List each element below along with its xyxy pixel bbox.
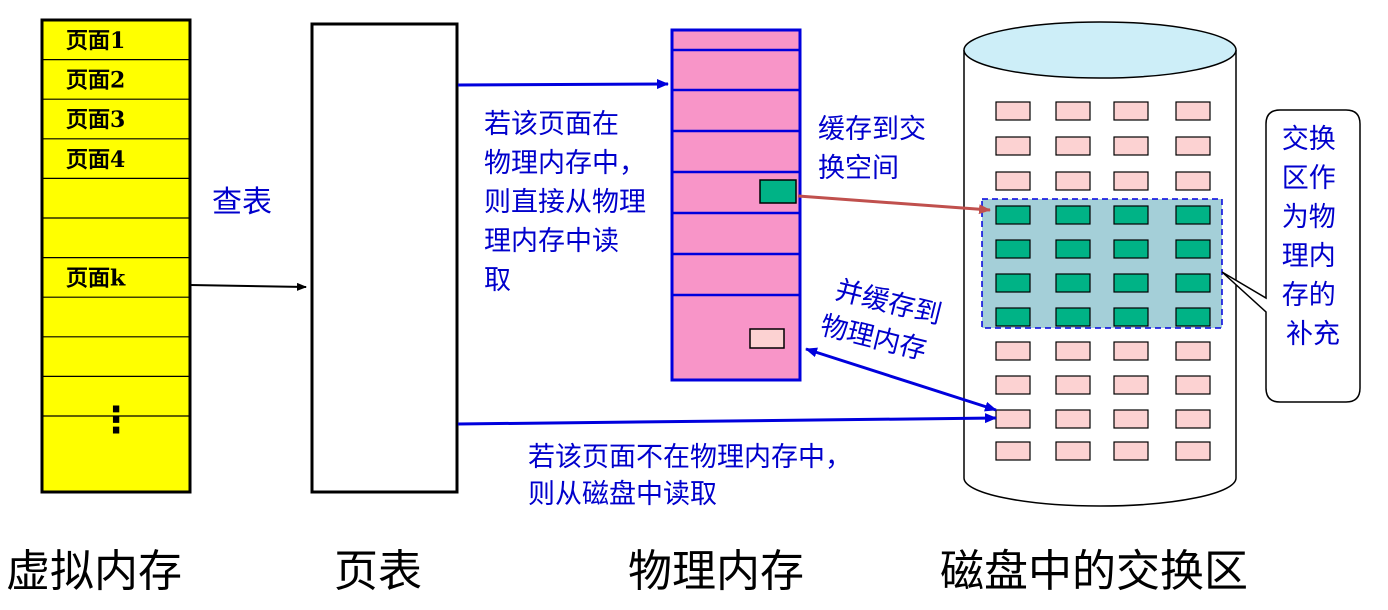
cache-to-swap-text: 缓存到交 换空间 — [818, 114, 935, 184]
disk-block — [995, 441, 1031, 461]
disk-swap-area — [963, 21, 1237, 507]
caption-swap: 磁盘中的交换区 — [940, 546, 1248, 597]
virtual-memory-ellipsis: ⋮ — [98, 400, 134, 441]
swap-block-cached — [1175, 205, 1211, 225]
swap-block-cached — [1113, 273, 1149, 293]
swap-note-text: 交换 区作 为物 理内 存的 补充 — [1282, 124, 1345, 350]
swap-block-cached — [1175, 273, 1211, 293]
page-table-box — [310, 22, 459, 494]
swap-note-callout: 交换 区作 为物 理内 存的 补充 — [1221, 109, 1361, 403]
hit-text-line: 若该页面在 — [484, 109, 619, 140]
swap-block-cached — [995, 239, 1031, 259]
swap-note-line: 交换 — [1282, 124, 1336, 155]
disk-block — [1113, 341, 1149, 361]
miss-text: 若该页面不在物理内存中， 则从磁盘中读取 — [528, 442, 861, 510]
disk-block — [1055, 341, 1091, 361]
disk-block — [995, 171, 1031, 191]
swap-block-cached — [1055, 307, 1091, 327]
disk-block — [1055, 171, 1091, 191]
miss-arrow — [457, 413, 997, 426]
cache-to-swap-line: 缓存到交 — [818, 114, 926, 145]
disk-block — [1113, 101, 1149, 121]
disk-block — [1055, 101, 1091, 121]
physical-memory-swap-cached-block — [759, 179, 797, 204]
hit-text-line: 则直接从物理 — [484, 187, 646, 218]
disk-block — [1175, 101, 1211, 121]
lookup-label: 查表 — [212, 185, 272, 220]
disk-top — [963, 21, 1237, 79]
disk-block — [1175, 341, 1211, 361]
disk-block — [995, 341, 1031, 361]
virtual-memory-page: 页面1 — [66, 28, 125, 54]
miss-text-line: 则从磁盘中读取 — [528, 479, 717, 510]
swap-block-cached — [1175, 239, 1211, 259]
disk-block — [1113, 375, 1149, 395]
disk-block — [1113, 171, 1149, 191]
cache-to-swap-line: 换空间 — [818, 153, 899, 184]
swap-block-cached — [995, 205, 1031, 225]
physical-memory — [670, 28, 802, 382]
miss-text-line: 若该页面不在物理内存中， — [528, 442, 852, 473]
swap-note-bubble — [1221, 109, 1361, 403]
lookup-arrow — [189, 282, 307, 291]
hit-text-line: 物理内存中， — [484, 148, 646, 179]
disk-block — [995, 101, 1031, 121]
caption-page-table: 页表 — [334, 546, 422, 597]
disk-block — [1175, 171, 1211, 191]
swap-note-line: 理内 — [1282, 241, 1336, 272]
hit-text-line: 取 — [484, 265, 511, 296]
virtual-memory-page: 页面2 — [66, 68, 125, 94]
hit-text-line: 理内存中读 — [484, 226, 619, 257]
disk-block — [1175, 375, 1211, 395]
virtual-memory-table: 页面1 页面2 页面3 页面4 页面k ⋮ — [40, 18, 192, 494]
hit-arrow — [457, 79, 669, 90]
physical-memory-box — [670, 28, 802, 382]
disk-block — [995, 409, 1031, 429]
hit-text: 若该页面在 物理内存中， 则直接从物理 理内存中读 取 — [484, 109, 655, 296]
swap-block-cached — [995, 307, 1031, 327]
disk-block — [1055, 136, 1091, 156]
disk-block — [1055, 409, 1091, 429]
swap-note-line: 补充 — [1286, 319, 1340, 350]
disk-block — [1175, 409, 1211, 429]
disk-block — [1055, 441, 1091, 461]
swap-note-line: 为物 — [1282, 202, 1336, 233]
swap-block-cached — [1113, 205, 1149, 225]
swap-block-cached — [1175, 307, 1211, 327]
swap-block-cached — [995, 273, 1031, 293]
swap-note-line: 区作 — [1282, 163, 1336, 194]
disk-block — [1055, 375, 1091, 395]
swap-block-cached — [1113, 307, 1149, 327]
cache-to-memory-text: 并缓存到 物理内存 — [817, 273, 953, 370]
caption-physical-memory: 物理内存 — [628, 546, 804, 597]
cache-to-swap-arrow — [797, 194, 991, 215]
physical-memory-loaded-block — [749, 328, 785, 349]
swap-block-cached — [1055, 273, 1091, 293]
virtual-memory-page: 页面3 — [66, 107, 125, 133]
disk-block — [995, 136, 1031, 156]
disk-block — [1175, 441, 1211, 461]
virtual-memory-page: 页面4 — [66, 147, 125, 173]
swap-block-cached — [1055, 239, 1091, 259]
cache-to-memory-arrow — [805, 347, 997, 412]
swap-block-cached — [1055, 205, 1091, 225]
virtual-memory-page: 页面k — [66, 266, 126, 292]
disk-block — [1113, 136, 1149, 156]
disk-block — [1113, 441, 1149, 461]
disk-block — [995, 375, 1031, 395]
swap-block-cached — [1113, 239, 1149, 259]
caption-virtual-memory: 虚拟内存 — [6, 546, 182, 597]
swap-note-line: 存的 — [1282, 280, 1336, 311]
disk-block — [1175, 136, 1211, 156]
disk-block — [1113, 409, 1149, 429]
